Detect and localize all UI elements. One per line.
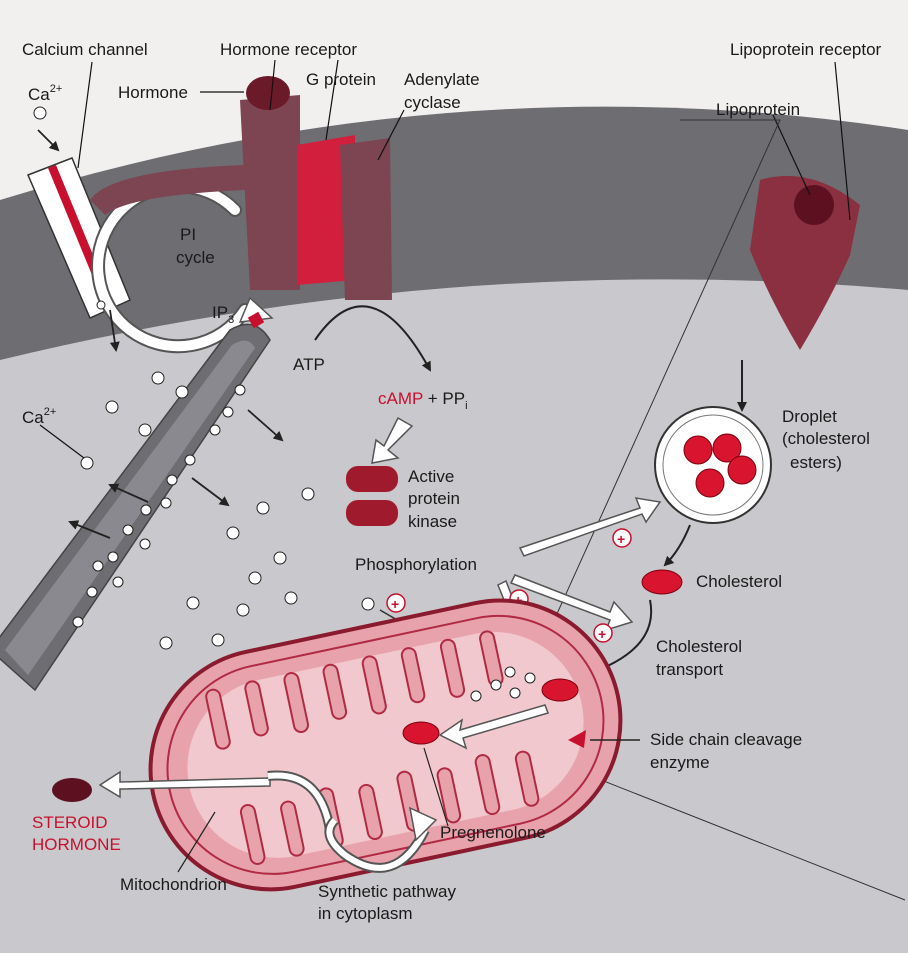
plus-sign-4: + [617, 531, 625, 547]
cholesterol-esters [683, 433, 757, 498]
label-steroid: STEROID [32, 813, 108, 832]
label-hormone-out: HORMONE [32, 835, 121, 854]
label-mitochondrion: Mitochondrion [120, 875, 227, 894]
lipid-droplet [654, 406, 772, 524]
label-cholesterol-transport-1: Cholesterol [656, 637, 742, 656]
er-lumen [5, 340, 255, 675]
label-adenylate: Adenylate [404, 70, 480, 89]
pregnenolone-pointer [423, 747, 449, 827]
calcium-channel-pointer [77, 61, 93, 169]
droplet-to-cholesterol-arrow [663, 524, 691, 567]
adenylate-cyclase [340, 138, 392, 300]
lipoprotein [794, 185, 834, 225]
label-g-protein: G protein [306, 70, 376, 89]
cytoplasm-calcium-dots [33, 106, 375, 650]
synthetic-arrowhead [408, 806, 438, 842]
hormone-receptor [240, 95, 300, 290]
long-pointer [499, 119, 906, 901]
plus-markers [386, 528, 632, 643]
ca-pointer [39, 424, 85, 459]
lipoprotein-receptor [750, 175, 860, 350]
label-kinase: kinase [408, 512, 457, 531]
label-ca-mid: Ca2+ [22, 406, 56, 427]
pregnenolone-molecule [402, 721, 440, 745]
hormone-receptor-pointer [269, 59, 276, 111]
label-cholesterol-transport-2: transport [656, 660, 723, 679]
side-chain-cleavage-enzyme [568, 730, 586, 748]
protein-kinase-bottom [346, 500, 398, 526]
label-synthetic-2: in cytoplasm [318, 904, 412, 923]
label-ca-top: Ca2+ [28, 83, 62, 104]
label-hormone: Hormone [118, 83, 188, 102]
g-protein-pointer [325, 59, 339, 141]
conversion-arrow [438, 704, 549, 750]
atp-arrow [314, 305, 431, 372]
label-camp-ppi: cAMP + PPi [378, 389, 468, 412]
mito-cholesterol [541, 678, 579, 702]
lipoprotein-pointer [772, 114, 811, 196]
adenylate-cyclase-pointer [377, 109, 405, 161]
label-active: Active [408, 467, 454, 486]
g-protein [297, 135, 355, 285]
label-hormone-receptor: Hormone receptor [220, 40, 357, 59]
label-droplet: Droplet [782, 407, 837, 426]
cholesterol-molecule [641, 569, 683, 595]
mitochondrion-pointer [177, 811, 216, 873]
label-lipoprotein: Lipoprotein [716, 100, 800, 119]
label-esters: esters) [790, 453, 842, 472]
label-calcium-channel: Calcium channel [22, 40, 148, 59]
label-cholesterol: Cholesterol [696, 572, 782, 591]
label-pi: PI [180, 225, 196, 244]
synthetic-pathway-arrow-inner [326, 817, 428, 871]
label-synthetic-1: Synthetic pathway [318, 882, 456, 901]
cristae [205, 630, 540, 865]
label-side-chain-2: enzyme [650, 753, 710, 772]
label-ip3: IP3 [212, 303, 234, 326]
lipoprotein-receptor-pointer [834, 61, 851, 221]
steroid-hormone-molecule [52, 778, 92, 802]
protein-kinase-top [346, 466, 398, 492]
camp-arrow [371, 416, 414, 464]
export-arrow-curve-inner [267, 772, 333, 831]
label-pregnenolone: Pregnenolone [440, 823, 546, 842]
label-cholesterol-paren: (cholesterol [782, 429, 870, 448]
label-lipoprotein-receptor: Lipoprotein receptor [730, 40, 882, 59]
label-cycle: cycle [176, 248, 215, 267]
label-atp: ATP [293, 355, 325, 374]
label-cyclase: cyclase [404, 93, 461, 112]
ca-release-arrows [37, 129, 284, 539]
export-arrow [98, 770, 271, 799]
er-calcium-dots [72, 384, 246, 628]
label-side-chain-1: Side chain cleavage [650, 730, 802, 749]
label-phosphorylation: Phosphorylation [355, 555, 477, 574]
plus-sign-3: + [598, 626, 606, 642]
plus-sign-1: + [391, 596, 399, 612]
ip3-receptor [247, 311, 265, 329]
mito-calcium-dots [470, 666, 536, 702]
label-protein: protein [408, 489, 460, 508]
droplet-inner [662, 414, 764, 516]
hormone-molecule [246, 76, 290, 110]
receptor-arm [90, 165, 245, 215]
